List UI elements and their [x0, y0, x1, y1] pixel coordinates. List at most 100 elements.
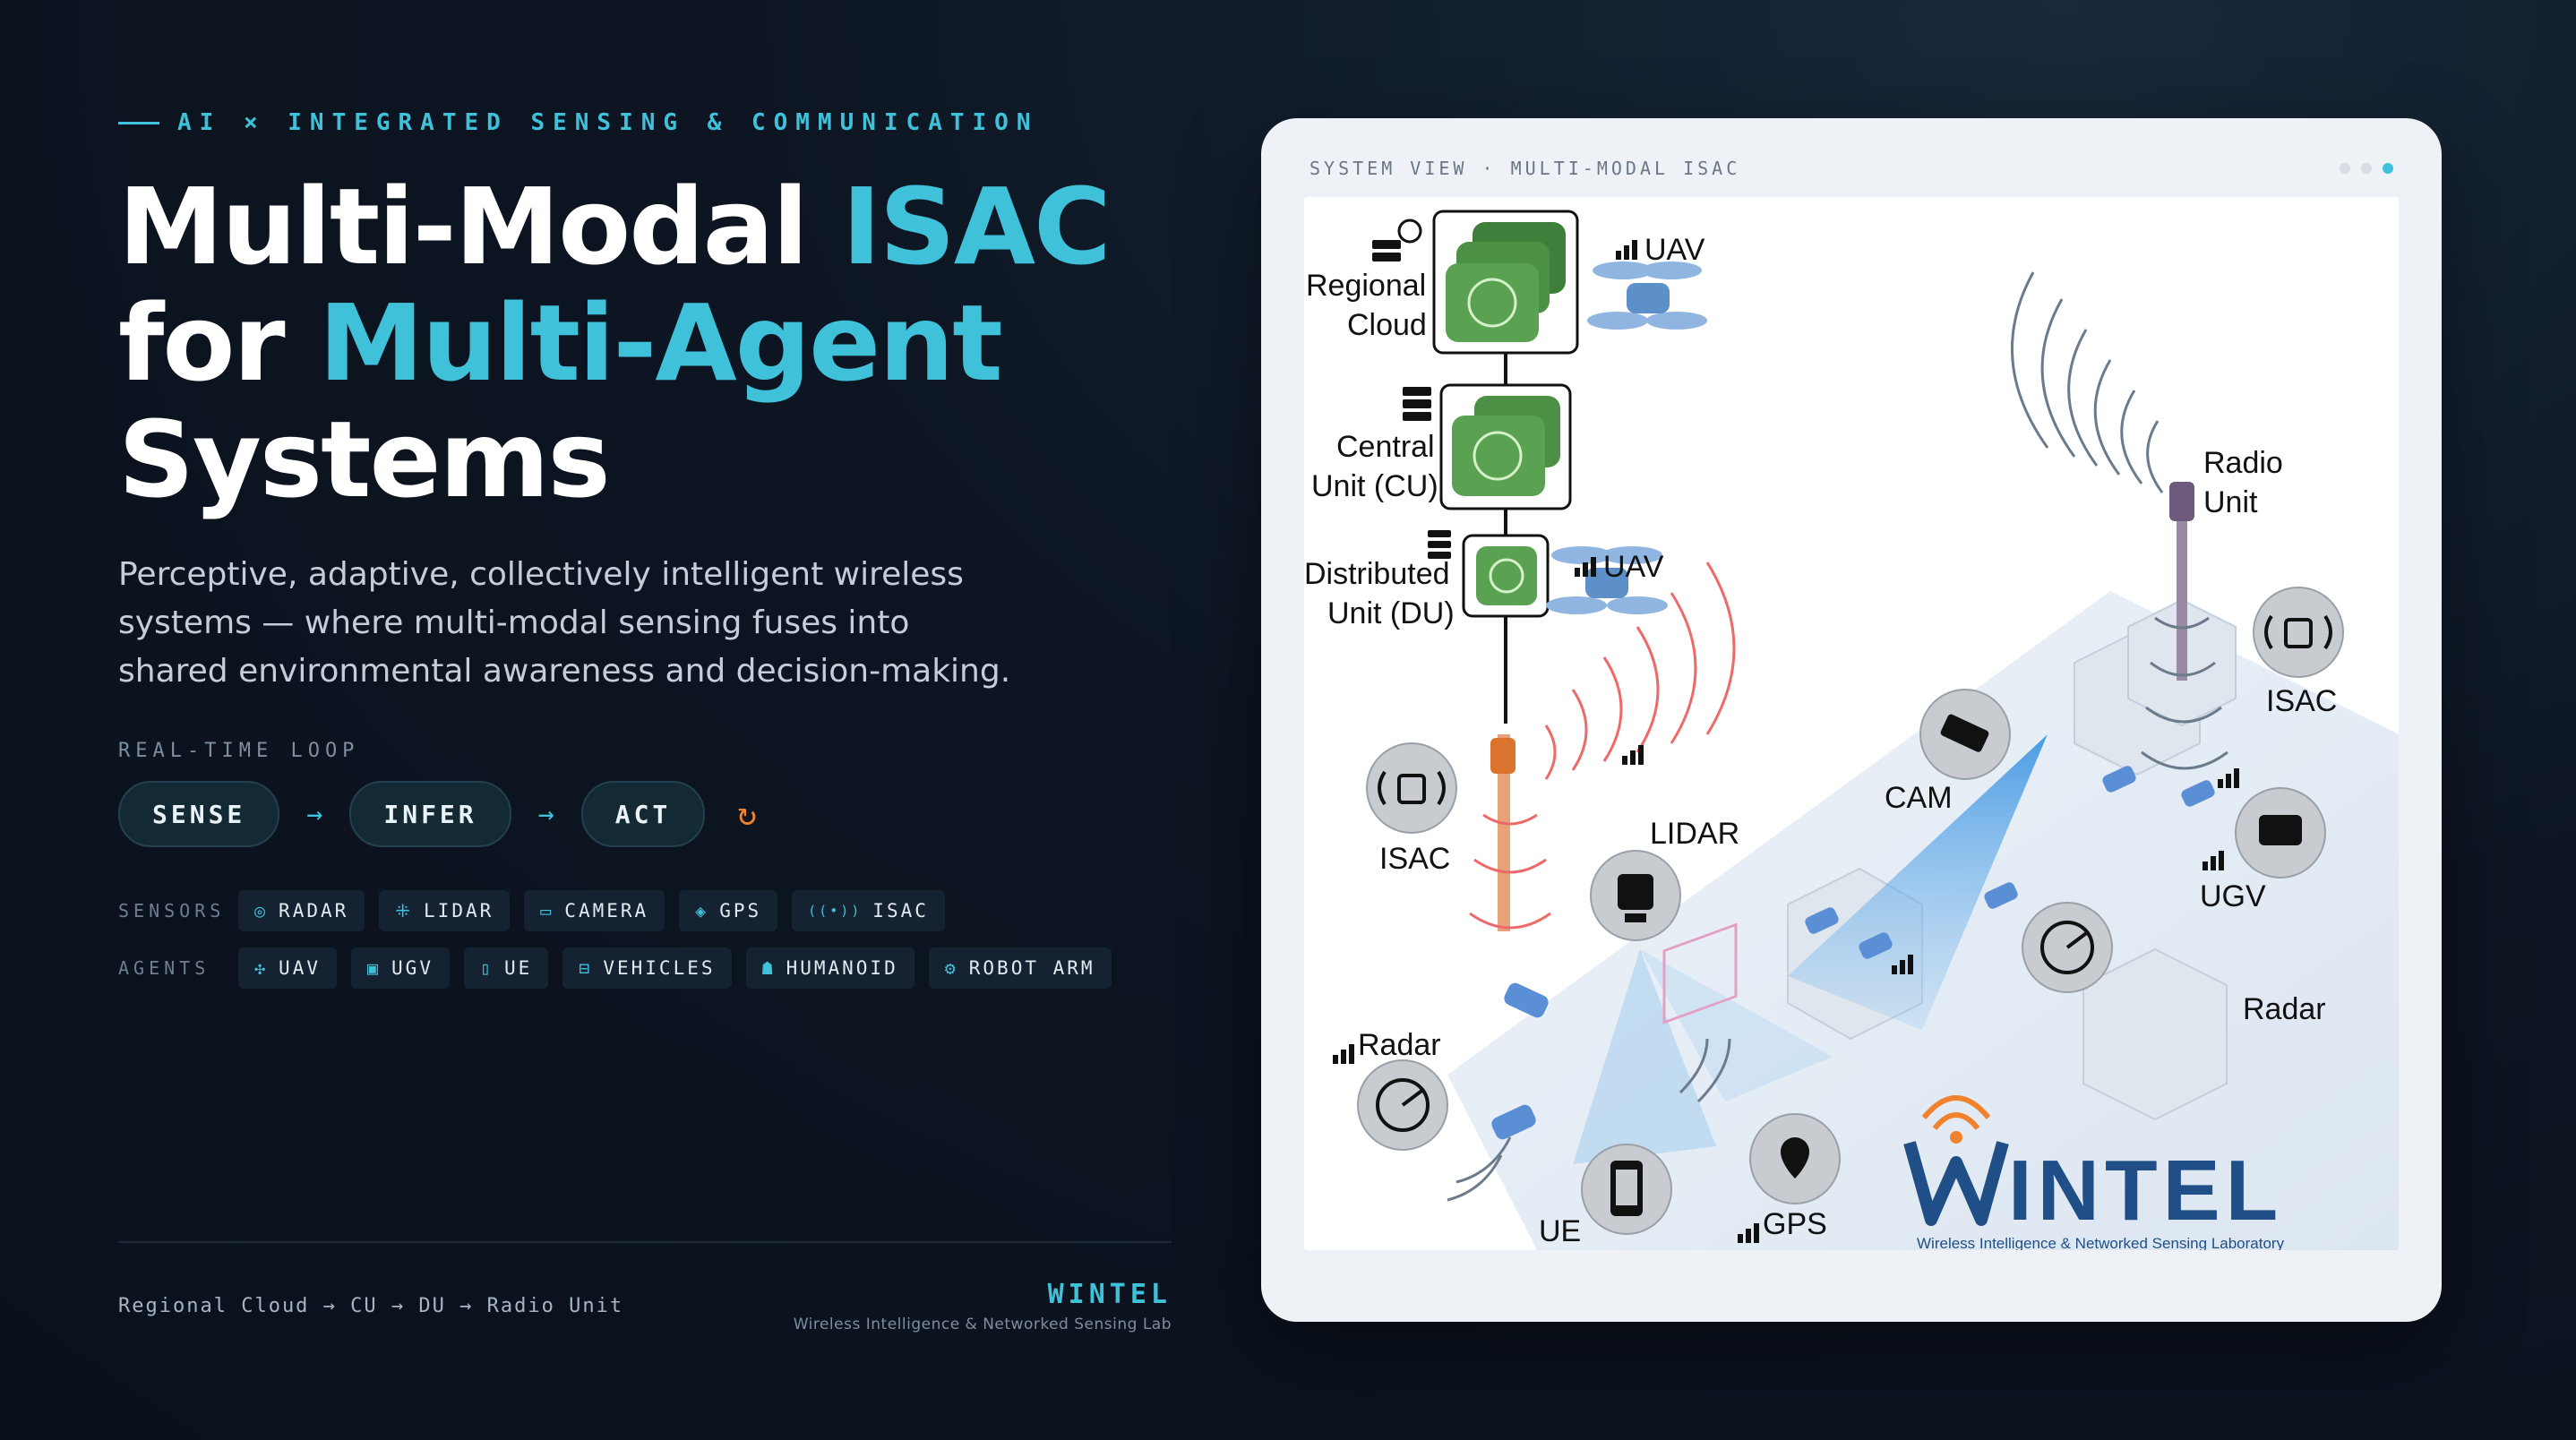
brand-name: WINTEL	[1047, 1279, 1172, 1310]
footer-divider	[118, 1241, 1172, 1243]
wintel-logo: INTEL Wireless Intelligence & Networked …	[1903, 1095, 2285, 1250]
lidar-icon: ⁜	[395, 900, 414, 921]
chip-humanoid[interactable]: ☗ HUMANOID	[745, 947, 914, 989]
chip-label: LIDAR	[424, 900, 494, 921]
camera-icon: ▭	[540, 900, 554, 921]
eyebrow-text: AI × INTEGRATED SENSING & COMMUNICATION	[177, 109, 1039, 136]
isac-right-label: ISAC	[2266, 684, 2337, 718]
loop-step-act[interactable]: ACT	[580, 781, 706, 847]
regional-cloud-node	[1432, 210, 1579, 355]
cam-label: CAM	[1885, 781, 1953, 815]
brand-subtitle: Wireless Intelligence & Networked Sensin…	[793, 1316, 1172, 1333]
ugv-icon	[2235, 787, 2326, 879]
logo-subtitle: Wireless Intelligence & Networked Sensin…	[1917, 1235, 2285, 1250]
title-line1: Multi-Modal	[118, 165, 842, 288]
chip-label: UAV	[279, 957, 321, 979]
chip-gps[interactable]: ◈ GPS	[679, 890, 778, 931]
card-header: SYSTEM VIEW · MULTI-MODAL ISAC	[1309, 158, 1741, 179]
isac-icon-left	[1366, 742, 1457, 834]
title-accent-multi-agent: Multi-Agent	[318, 281, 1003, 405]
lidar-icon	[1590, 850, 1681, 941]
radio-tower-right	[2169, 482, 2194, 681]
ugv-label: UGV	[2200, 879, 2266, 913]
ue-label: UE	[1539, 1214, 1581, 1248]
window-dot[interactable]	[2340, 163, 2350, 174]
lidar-beam	[1573, 949, 1716, 1164]
chip-label: ISAC	[872, 900, 929, 921]
page-title: Multi-Modal ISAC for Multi-Agent Systems	[118, 165, 1112, 518]
isac-icon-right	[2253, 587, 2344, 678]
diagram-canvas: Regional Cloud Central Unit (CU) Distrib…	[1304, 210, 2399, 1250]
chip-ue[interactable]: ▯ UE	[463, 947, 549, 989]
vehicles	[1491, 766, 2215, 1140]
cycle-icon: ↻	[737, 795, 757, 833]
loop-step-infer[interactable]: INFER	[349, 781, 511, 847]
radio-unit-label-2: Unit	[2203, 485, 2258, 519]
realtime-loop: SENSE → INFER → ACT ↻	[118, 781, 757, 847]
chip-label: CAMERA	[564, 900, 649, 921]
chip-ugv[interactable]: ▣ UGV	[350, 947, 450, 989]
chip-robot-arm[interactable]: ⚙ROBOT ARM	[928, 947, 1112, 989]
window-dots	[2329, 163, 2393, 174]
signal-bars-icon	[1333, 240, 2239, 1243]
window-dot[interactable]	[2383, 163, 2393, 174]
radar-icon-left	[1357, 1059, 1448, 1151]
chip-label: HUMANOID	[786, 957, 898, 979]
uav-mid-label: UAV	[1603, 550, 1664, 584]
chip-label: ROBOT ARM	[968, 957, 1095, 979]
ue-phone-icon	[1581, 1144, 1672, 1235]
chip-label: RADAR	[279, 900, 349, 921]
chip-label: UGV	[391, 957, 434, 979]
distributed-unit-label-2: Unit (DU)	[1327, 596, 1455, 630]
radar-icon-right	[2022, 902, 2113, 993]
vehicles-icon: ⊟	[579, 957, 593, 979]
chip-label: UE	[504, 957, 533, 979]
uav-drone-top	[1587, 261, 1707, 330]
uav-icon: ✣	[254, 957, 269, 979]
radio-unit-label-1: Radio	[2203, 446, 2283, 480]
cam-icon	[1919, 689, 2011, 780]
humanoid-icon: ☗	[761, 957, 776, 979]
eyebrow: AI × INTEGRATED SENSING & COMMUNICATION	[118, 109, 1038, 136]
radio-waves-red	[1469, 561, 1736, 930]
chip-lidar[interactable]: ⁜ LIDAR	[379, 890, 511, 931]
globe-icon	[1397, 219, 1422, 244]
agents-row: AGENTS ✣UAV ▣UGV ▯UE ⊟VEHICLES ☗HUMANOID…	[118, 947, 1126, 989]
chip-vehicles[interactable]: ⊟VEHICLES	[562, 947, 732, 989]
arrow-icon: →	[306, 798, 323, 830]
radar-right-label: Radar	[2243, 992, 2326, 1026]
sensors-row: SENSORS ◎RADAR ⁜LIDAR ▭CAMERA ◈GPS ((•))…	[118, 890, 959, 931]
eyebrow-dash	[118, 121, 159, 124]
radar-left-label: Radar	[1358, 1028, 1441, 1062]
regional-cloud-label-1: Regional	[1306, 269, 1426, 303]
chip-label: GPS	[719, 900, 762, 921]
window-dot[interactable]	[2361, 163, 2372, 174]
central-unit-label-2: Unit (CU)	[1311, 469, 1438, 503]
title-line2: for	[118, 281, 319, 405]
gps-icon: ◈	[695, 900, 709, 921]
central-unit-node	[1439, 383, 1572, 510]
ugv-icon: ▣	[366, 957, 382, 979]
gps-label: GPS	[1763, 1207, 1827, 1241]
lidar-label: LIDAR	[1650, 817, 1739, 851]
uav-top-label: UAV	[1644, 233, 1705, 267]
isac-diagram: Regional Cloud Central Unit (CU) Distrib…	[1304, 197, 2399, 1250]
system-view-card: SYSTEM VIEW · MULTI-MODAL ISAC	[1261, 118, 2442, 1322]
distributed-unit-label-1: Distributed	[1304, 557, 1450, 591]
chip-radar[interactable]: ◎RADAR	[238, 890, 365, 931]
lidar-beam-2	[1640, 949, 1833, 1101]
loop-step-sense[interactable]: SENSE	[118, 781, 280, 847]
gps-icon	[1749, 1113, 1841, 1204]
isac-left-label: ISAC	[1379, 842, 1450, 876]
chip-uav[interactable]: ✣ UAV	[238, 947, 337, 989]
arrow-icon: →	[537, 798, 554, 830]
cam-beam	[1788, 734, 2048, 1030]
isac-icon: ((•))	[808, 903, 863, 919]
hierarchy-caption: Regional Cloud → CU → DU → Radio Unit	[118, 1295, 624, 1317]
chip-isac[interactable]: ((•)) ISAC	[792, 890, 945, 931]
chip-camera[interactable]: ▭ CAMERA	[524, 890, 665, 931]
distributed-unit-node	[1462, 534, 1550, 618]
ue-icon: ▯	[479, 957, 494, 979]
radio-tower-left	[1490, 734, 1516, 931]
subtitle: Perceptive, adaptive, collectively intel…	[118, 556, 1011, 690]
